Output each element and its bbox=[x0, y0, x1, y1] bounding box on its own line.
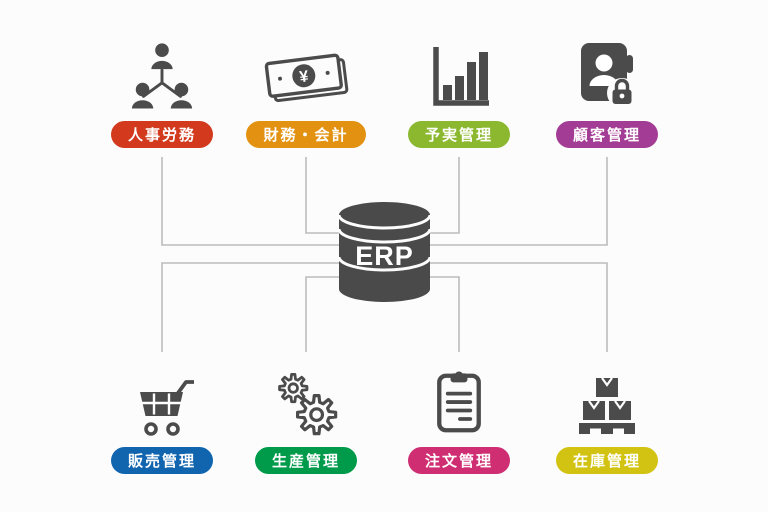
erp-label: ERP bbox=[355, 241, 414, 271]
clipboard-icon bbox=[437, 371, 481, 433]
module-inventory-label: 在庫管理 bbox=[555, 447, 658, 474]
connector-customer bbox=[384, 157, 608, 246]
connector-hr bbox=[161, 157, 384, 246]
module-customer: 顧客管理 bbox=[532, 26, 682, 148]
connector-sales bbox=[161, 262, 384, 352]
module-budget-label: 予実管理 bbox=[407, 121, 510, 148]
shopping-cart-icon bbox=[140, 380, 194, 436]
gears-icon bbox=[278, 372, 338, 436]
module-customer-label: 顧客管理 bbox=[555, 121, 658, 148]
org-chart-icon bbox=[131, 43, 193, 109]
banknote-yen-icon: ¥ bbox=[264, 53, 349, 103]
svg-text:¥: ¥ bbox=[299, 68, 310, 86]
module-finance: ¥ 財務・会計 bbox=[231, 26, 381, 148]
erp-database: ERP bbox=[336, 201, 433, 305]
module-production: 生産管理 bbox=[231, 356, 381, 474]
module-budget: 予実管理 bbox=[384, 26, 534, 148]
module-finance-label: 財務・会計 bbox=[246, 121, 366, 148]
module-order-label: 注文管理 bbox=[407, 447, 510, 474]
stacked-boxes-icon bbox=[579, 377, 635, 434]
connector-inventory bbox=[384, 262, 608, 352]
database-cylinder-icon: ERP bbox=[337, 202, 432, 302]
module-sales: 販売管理 bbox=[87, 356, 237, 474]
module-hr: 人事労務 bbox=[87, 26, 237, 148]
module-production-label: 生産管理 bbox=[254, 447, 357, 474]
module-hr-label: 人事労務 bbox=[110, 121, 213, 148]
module-inventory: 在庫管理 bbox=[532, 356, 682, 474]
module-order: 注文管理 bbox=[384, 356, 534, 474]
bar-chart-icon bbox=[433, 47, 489, 106]
contact-lock-icon bbox=[581, 43, 637, 108]
module-sales-label: 販売管理 bbox=[110, 447, 213, 474]
